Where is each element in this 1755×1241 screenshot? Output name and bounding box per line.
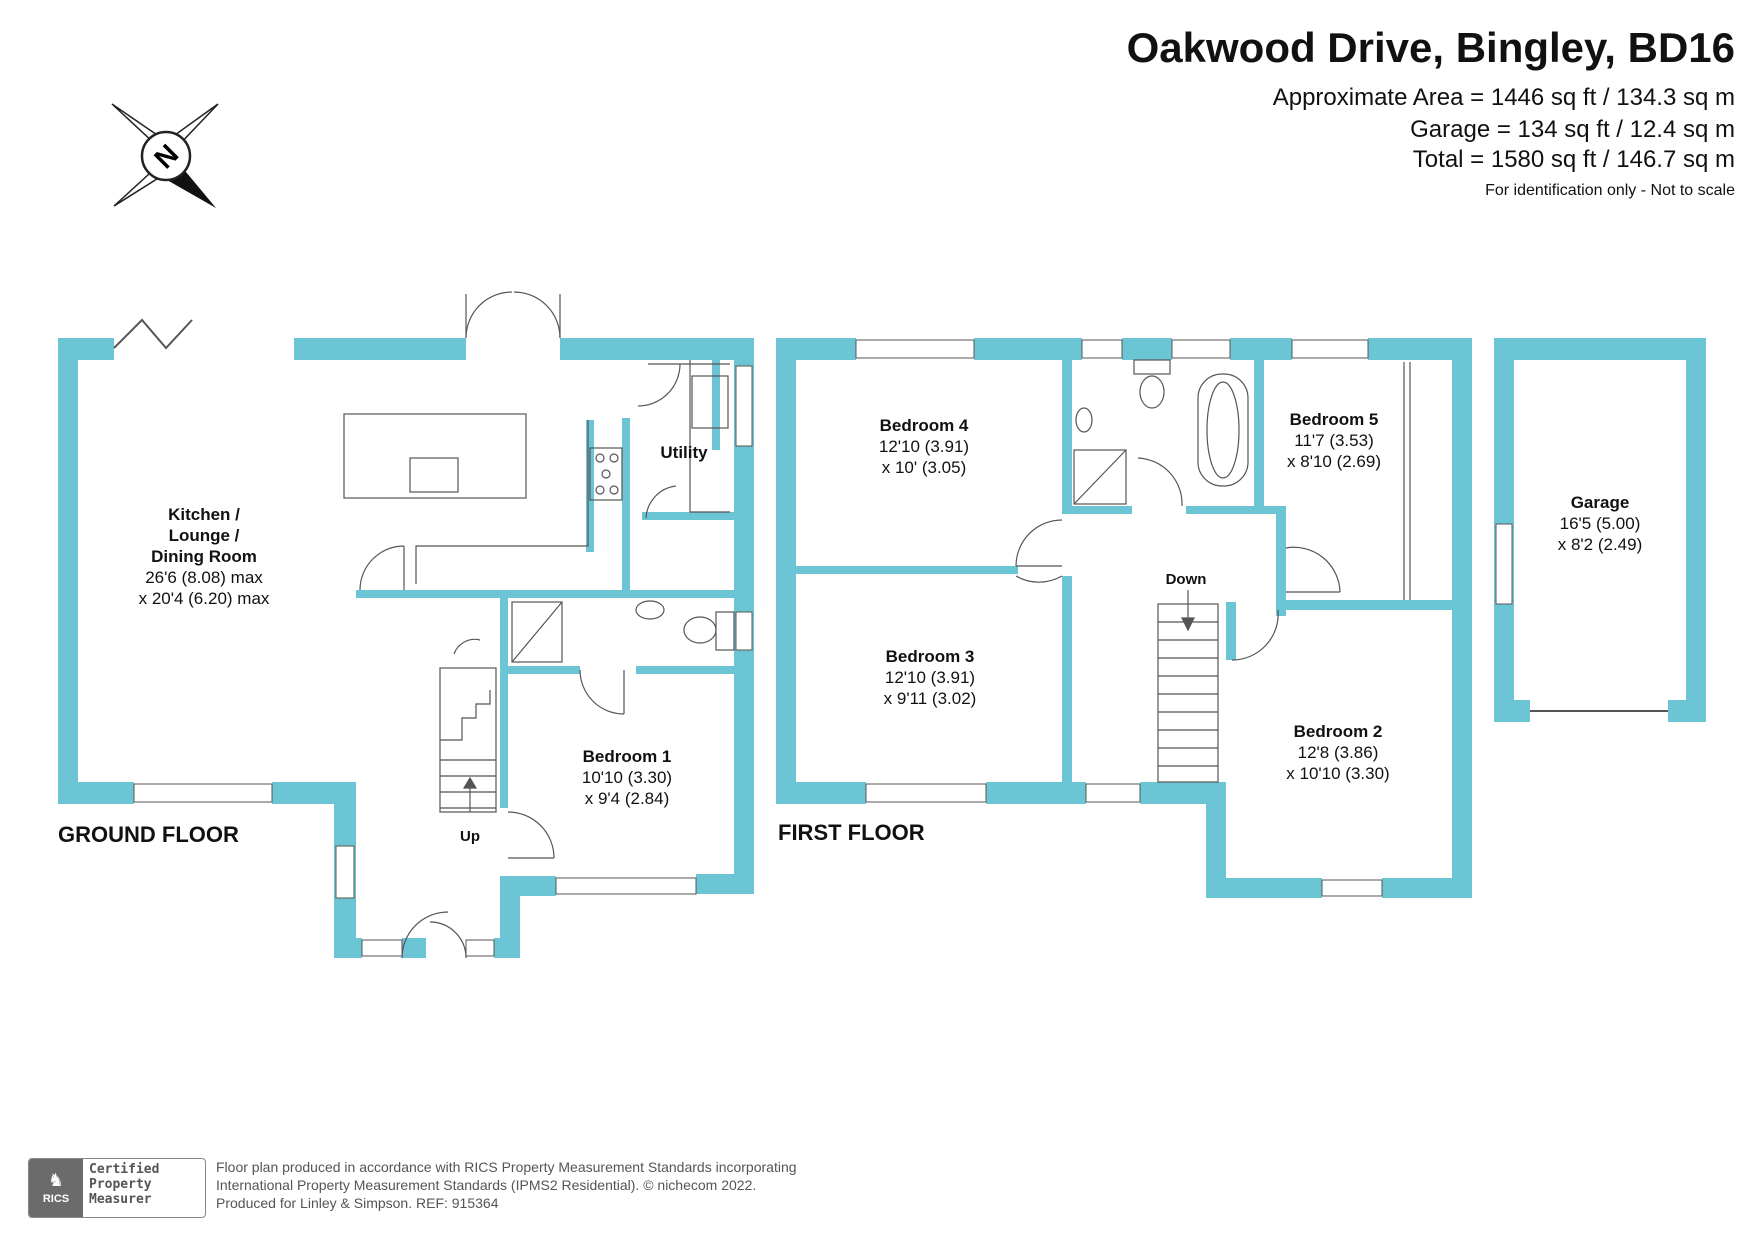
room-labels: Kitchen / Lounge / Dining Room 26'6 (8.0… bbox=[139, 410, 1643, 845]
first-floor-windows bbox=[855, 339, 1383, 897]
rics-certified-badge: ♞ RICS Certified Property Measurer bbox=[28, 1158, 206, 1218]
first-floor-label: FIRST FLOOR bbox=[778, 820, 925, 845]
footer-notes: Floor plan produced in accordance with R… bbox=[216, 1158, 797, 1212]
utility-name: Utility bbox=[660, 443, 708, 462]
bedroom2-name: Bedroom 2 bbox=[1294, 722, 1383, 741]
kitchen-name-1: Kitchen / bbox=[168, 505, 240, 524]
disclaimer: For identification only - Not to scale bbox=[1485, 182, 1735, 199]
bedroom3-dim-2: x 9'11 (3.02) bbox=[884, 689, 977, 708]
bedroom3-dim-1: 12'10 (3.91) bbox=[885, 668, 975, 687]
badge-line-3: Measurer bbox=[89, 1192, 152, 1207]
ground-floor-label: GROUND FLOOR bbox=[58, 822, 239, 847]
compass-north-icon: N bbox=[111, 103, 219, 208]
bedroom1-name: Bedroom 1 bbox=[583, 747, 672, 766]
kitchen-name-3: Dining Room bbox=[151, 547, 257, 566]
badge-line-1: Certified bbox=[89, 1162, 160, 1177]
stairs-down-label: Down bbox=[1166, 571, 1207, 588]
footer-line-1: Floor plan produced in accordance with R… bbox=[216, 1159, 797, 1175]
footer-line-2: International Property Measurement Stand… bbox=[216, 1177, 757, 1193]
bedroom5-name: Bedroom 5 bbox=[1290, 410, 1379, 429]
kitchen-dim-2: x 20'4 (6.20) max bbox=[139, 589, 270, 608]
rics-certification-text: Certified Property Measurer bbox=[83, 1159, 205, 1217]
garage-name: Garage bbox=[1571, 493, 1630, 512]
bedroom5-dim-1: 11'7 (3.53) bbox=[1294, 431, 1373, 450]
kitchen-name-2: Lounge / bbox=[169, 526, 240, 545]
rics-logo: ♞ RICS bbox=[29, 1159, 83, 1217]
garage-dim-2: x 8'2 (2.49) bbox=[1558, 535, 1643, 554]
bedroom4-dim-1: 12'10 (3.91) bbox=[879, 437, 969, 456]
garage-area: Garage = 134 sq ft / 12.4 sq m bbox=[1410, 116, 1735, 143]
bedroom1-dim-2: x 9'4 (2.84) bbox=[585, 789, 670, 808]
first-floor-plan bbox=[776, 338, 1472, 898]
approximate-area: Approximate Area = 1446 sq ft / 134.3 sq… bbox=[1272, 84, 1735, 111]
rics-wordmark: RICS bbox=[42, 1193, 70, 1205]
bedroom4-name: Bedroom 4 bbox=[880, 416, 969, 435]
page-title: Oakwood Drive, Bingley, BD16 bbox=[1126, 24, 1735, 71]
bedroom2-dim-2: x 10'10 (3.30) bbox=[1286, 764, 1389, 783]
badge-line-2: Property bbox=[89, 1177, 152, 1192]
total-area: Total = 1580 sq ft / 146.7 sq m bbox=[1412, 146, 1735, 173]
garage-dim-1: 16'5 (5.00) bbox=[1560, 514, 1641, 533]
rics-crest-icon: ♞ bbox=[47, 1170, 65, 1190]
bedroom4-dim-2: x 10' (3.05) bbox=[882, 458, 967, 477]
ground-floor-fixtures bbox=[113, 291, 735, 959]
kitchen-dim-1: 26'6 (8.08) max bbox=[145, 568, 263, 587]
footer-line-3: Produced for Linley & Simpson. REF: 9153… bbox=[216, 1195, 499, 1211]
bedroom3-name: Bedroom 3 bbox=[886, 647, 975, 666]
bedroom1-dim-1: 10'10 (3.30) bbox=[582, 768, 672, 787]
stairs-up-label: Up bbox=[460, 828, 480, 845]
ground-floor-windows bbox=[133, 365, 753, 957]
garage-plan bbox=[1494, 338, 1706, 722]
bedroom2-dim-1: 12'8 (3.86) bbox=[1298, 743, 1379, 762]
ground-floor-plan bbox=[58, 338, 754, 958]
bedroom5-dim-2: x 8'10 (2.69) bbox=[1287, 452, 1381, 471]
first-floor-fixtures bbox=[1015, 359, 1411, 783]
